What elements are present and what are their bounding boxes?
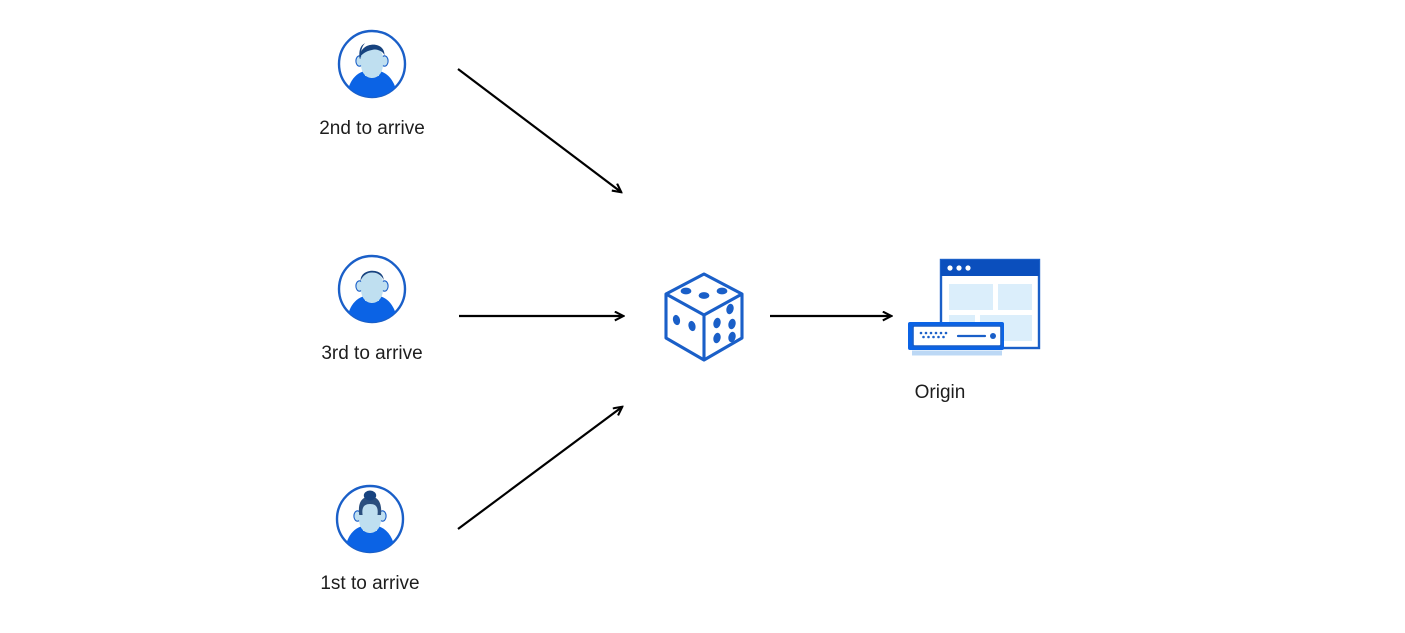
client-node-2nd[interactable]: 2nd to arrive — [312, 28, 432, 141]
origin-label: Origin — [914, 382, 966, 403]
dice-node[interactable] — [658, 268, 750, 371]
server-device-icon — [908, 322, 1004, 356]
client-label-2nd: 2nd to arrive — [319, 118, 425, 139]
dice-icon — [658, 268, 750, 371]
origin-node[interactable]: Origin — [895, 255, 1055, 405]
arrow-client2-to-dice — [457, 68, 621, 192]
user-avatar-icon — [336, 253, 408, 325]
user-avatar-icon — [336, 28, 408, 100]
client-label-3rd: 3rd to arrive — [321, 343, 423, 364]
origin-server-icon — [905, 255, 1045, 356]
client-node-3rd[interactable]: 3rd to arrive — [312, 253, 432, 366]
client-label-1st: 1st to arrive — [320, 573, 420, 594]
arrow-client1-to-dice — [457, 407, 622, 530]
client-node-1st[interactable]: 1st to arrive — [310, 483, 430, 596]
user-avatar-icon — [334, 483, 406, 555]
